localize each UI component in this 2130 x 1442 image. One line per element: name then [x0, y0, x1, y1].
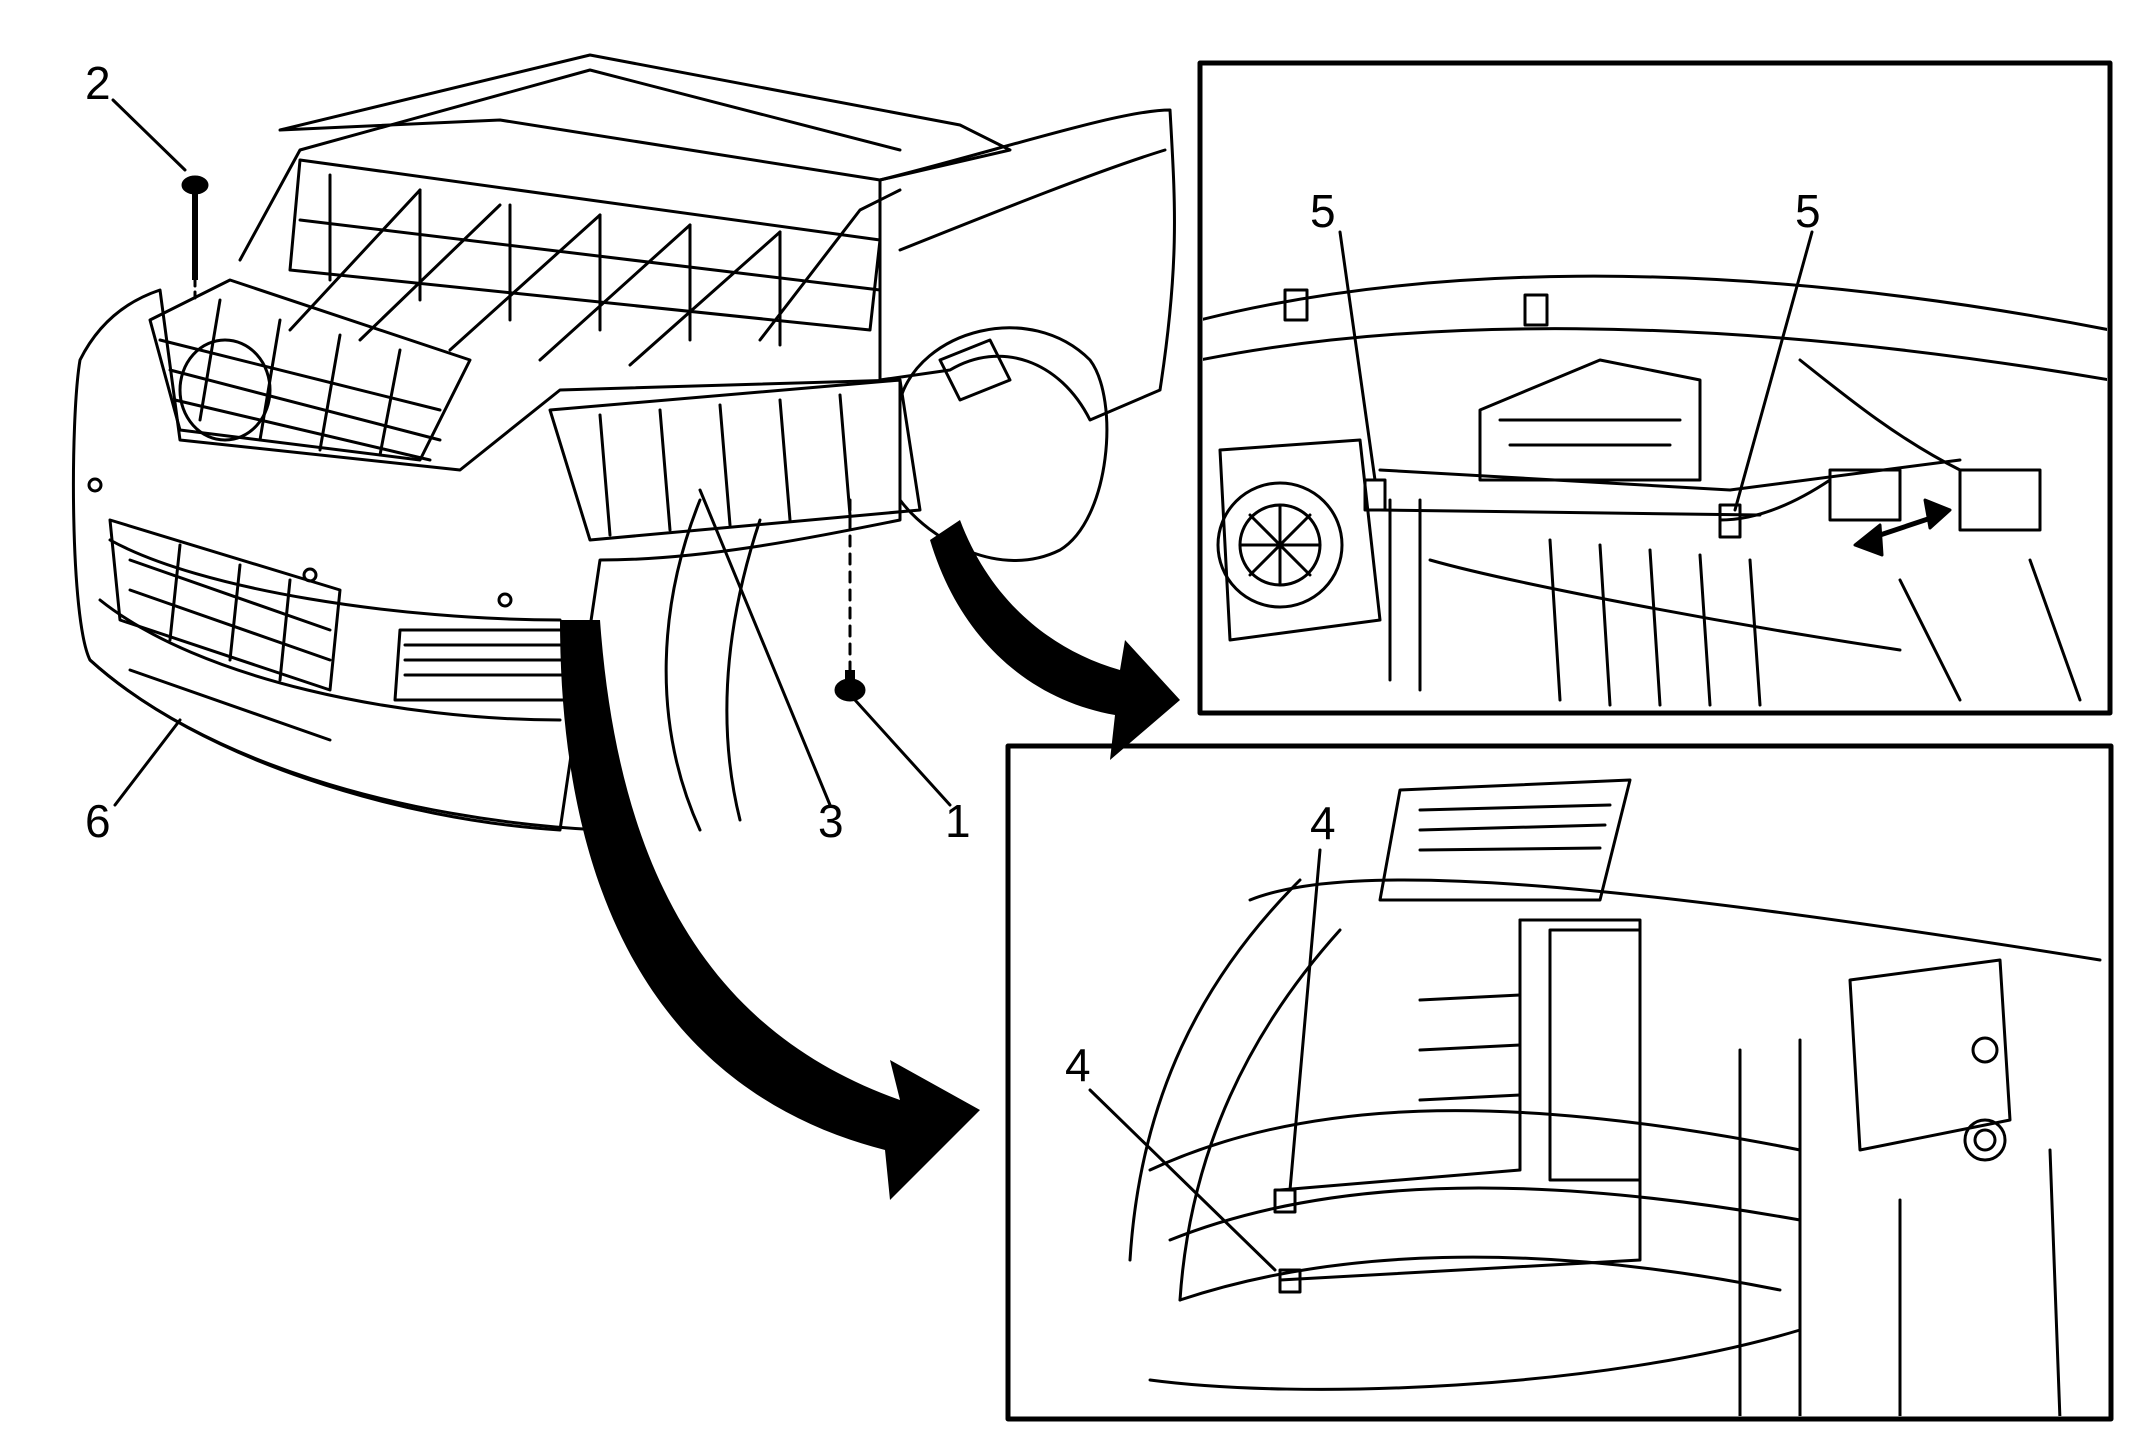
callout-1: 1 [945, 795, 971, 847]
callout-6: 6 [85, 795, 111, 847]
callout-4-lower: 4 [1065, 1039, 1091, 1091]
callout-3: 3 [818, 795, 844, 847]
curved-pointer-arrow-icon [560, 520, 1180, 1200]
double-arrow-icon [1853, 498, 1952, 557]
callout-4-upper: 4 [1310, 797, 1336, 849]
callout-5-right: 5 [1795, 185, 1821, 237]
vehicle-front-illustration [71, 53, 1176, 832]
main-leader-lines [111, 98, 952, 807]
inset-upper-detail [1197, 60, 2113, 716]
push-pin-retainer-icon [181, 175, 209, 302]
inset-lower-detail [1005, 743, 2114, 1422]
callout-5-left: 5 [1310, 185, 1336, 237]
bolt-icon [834, 498, 866, 702]
callout-2: 2 [85, 57, 111, 109]
